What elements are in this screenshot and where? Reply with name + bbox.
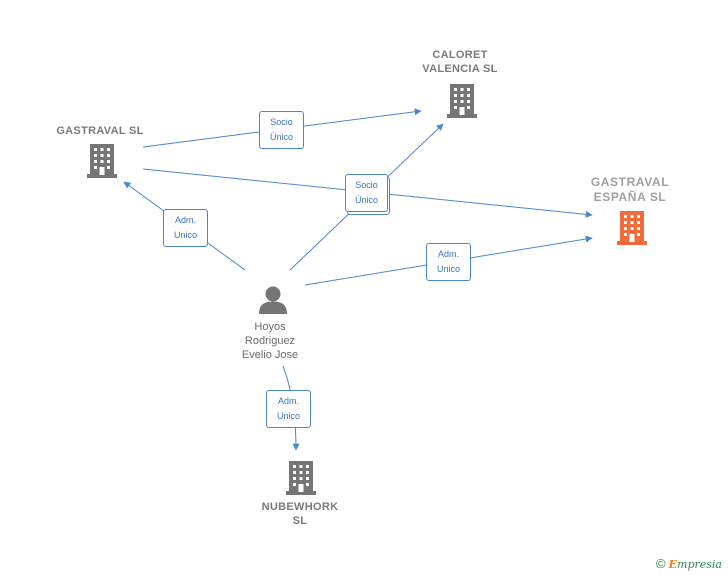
edge-label-line: Socio [355,180,378,190]
node-label-line: Rodriguez [244,335,296,347]
edge-label-hoyos-gastraval-espana[interactable]: Adm. Unico [426,243,471,281]
edge-label-gastraval-gastraval-espana[interactable]: Socio Único [345,174,388,212]
node-label-gastraval-espana[interactable]: GASTRAVAL ESPAÑA SL [570,175,690,205]
building-icon[interactable] [617,211,647,245]
edge-label-line: Adm. [437,249,459,259]
node-label-line: Evelio Jose [241,349,299,361]
edge-label-line: Unico [436,264,460,274]
node-label-line: GASTRAVAL [590,175,670,189]
node-label-line: GASTRAVAL SL [56,125,144,137]
building-icon[interactable] [286,461,316,495]
brand-logo: ©Empresia [656,556,722,571]
node-label-caloret[interactable]: CALORET VALENCIA SL [400,48,520,76]
node-label-line: Hoyos [254,321,286,333]
brand-name: Empresia [668,558,722,571]
edge-label-gastraval-caloret[interactable]: Socio Único [259,111,304,149]
node-label-gastraval[interactable]: GASTRAVAL SL [40,124,160,138]
edge-label-line: Adm. [277,396,299,406]
edge-label-hoyos-nubewhork[interactable]: Adm. Unico [266,390,311,428]
node-label-line: CALORET [432,49,488,61]
edge-label-line: Unico [173,230,197,240]
node-label-line: SL [292,515,308,527]
building-icon[interactable] [87,144,117,178]
person-icon[interactable] [259,286,287,315]
node-label-line: ESPAÑA SL [593,190,667,204]
building-icon[interactable] [447,84,477,118]
node-label-hoyos[interactable]: Hoyos Rodriguez Evelio Jose [210,320,330,362]
node-label-line: NUBEWHORK [261,501,339,513]
node-label-line: VALENCIA SL [422,63,498,75]
copyright-icon: © [656,556,666,571]
edge-label-hoyos-gastraval[interactable]: Adm. Unico [163,209,208,247]
node-label-nubewhork[interactable]: NUBEWHORK SL [240,500,360,528]
edge-label-line: Único [269,132,293,142]
edge-label-line: Adm. [174,215,196,225]
edge-label-line: Unico [276,411,300,421]
edge-label-line: Socio [270,117,293,127]
edge-label-line: Único [354,195,378,205]
